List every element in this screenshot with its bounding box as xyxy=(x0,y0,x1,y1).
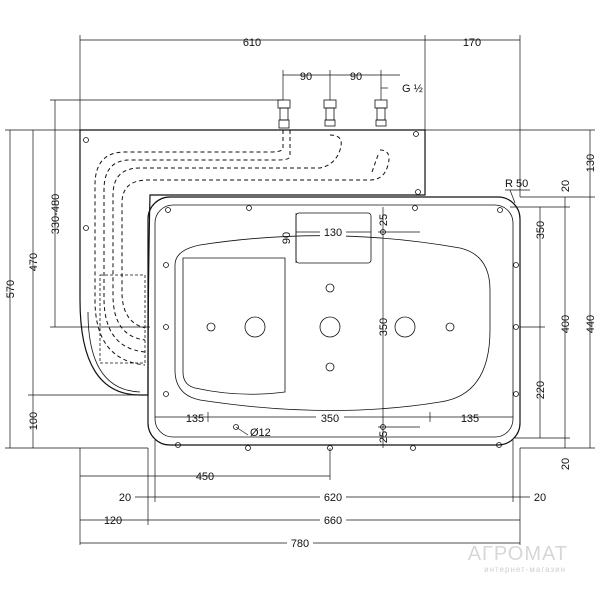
dim-left-100: 100 xyxy=(28,412,40,430)
dim-bottom-620: 620 xyxy=(324,492,342,504)
dim-radius: R 50 xyxy=(505,178,528,190)
dim-conn-spacing-2: 90 xyxy=(350,71,362,83)
dim-inner-25-bottom: 25 xyxy=(378,431,390,443)
dim-top-width: 610 xyxy=(243,37,261,49)
dim-right-20-top: 20 xyxy=(560,180,572,192)
dim-inner-350-vertical: 350 xyxy=(378,318,390,336)
central-recess xyxy=(174,235,491,411)
dim-bottom-660: 660 xyxy=(324,515,342,527)
perimeter-holes xyxy=(163,205,519,451)
dim-right-350: 350 xyxy=(535,221,547,239)
dim-inner-90: 90 xyxy=(281,232,293,244)
plate-holes xyxy=(83,131,421,231)
dim-inner-350-horizontal: 350 xyxy=(321,413,339,425)
dim-bottom-20-right: 20 xyxy=(534,492,546,504)
dim-right-400: 400 xyxy=(560,315,572,333)
dim-bottom-780: 780 xyxy=(291,538,309,550)
dim-right-440: 440 xyxy=(585,315,597,333)
dim-inner-130: 130 xyxy=(324,227,342,239)
dim-left-total: 570 xyxy=(5,280,17,298)
dim-inner-135-left: 135 xyxy=(186,413,204,425)
dim-top-right: 170 xyxy=(463,37,481,49)
left-panel xyxy=(182,257,286,395)
nozzle-holes xyxy=(206,316,455,338)
dim-bottom-120: 120 xyxy=(104,515,122,527)
dim-right-130: 130 xyxy=(585,154,597,172)
dim-left-470: 470 xyxy=(28,253,40,271)
dim-inner-135-right: 135 xyxy=(461,413,479,425)
tray-inner xyxy=(154,204,514,438)
dim-right-220: 220 xyxy=(535,381,547,399)
connector-1 xyxy=(277,99,291,129)
dimension-lines xyxy=(5,35,595,545)
connector-2 xyxy=(323,99,337,127)
dim-inner-25-top: 25 xyxy=(378,214,390,226)
dim-bottom-20-left: 20 xyxy=(119,492,131,504)
hidden-pipes xyxy=(87,130,390,393)
watermark-brand: АГРОМАТ xyxy=(468,543,568,565)
dim-hole-diameter: Ø12 xyxy=(250,427,271,439)
connector-3 xyxy=(374,99,388,127)
tray-outer xyxy=(147,196,521,446)
water-connectors xyxy=(277,99,388,129)
dim-right-20-bottom: 20 xyxy=(560,458,572,470)
dim-conn-spacing-1: 90 xyxy=(300,71,312,83)
dim-bottom-450: 450 xyxy=(196,471,214,483)
watermark-tagline: интернет-магазин xyxy=(484,565,566,574)
dim-thread: G ½ xyxy=(402,83,423,95)
dim-left-330-480: 330-480 xyxy=(50,194,62,234)
